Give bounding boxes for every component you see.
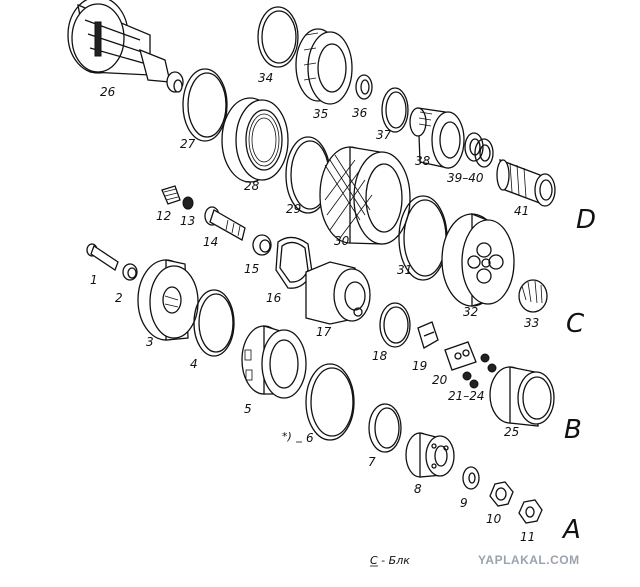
part-27-drawing	[182, 68, 228, 142]
label-29: 29	[286, 202, 301, 216]
label-19: 19	[412, 359, 427, 373]
part-34-drawing	[257, 6, 299, 68]
part-10-drawing	[489, 481, 514, 507]
part-28-drawing	[221, 97, 289, 183]
part-32-drawing	[441, 213, 515, 307]
part-1-drawing	[86, 243, 119, 271]
group-label-c: C	[566, 309, 585, 339]
label-4: 4	[190, 357, 198, 371]
part-2-drawing	[122, 263, 138, 281]
label-36: 36	[352, 106, 368, 120]
label-16: 16	[266, 291, 282, 305]
label-38: 38	[415, 154, 431, 168]
label-14: 14	[203, 235, 218, 249]
label-8: 8	[414, 482, 422, 496]
label-6: 6	[306, 431, 314, 445]
label-27: 27	[180, 137, 196, 151]
label-39-40: 39–40	[447, 171, 484, 185]
watermark: YAPLAKAL.COM	[478, 553, 580, 567]
label-34: 34	[258, 71, 273, 85]
label-17: 17	[316, 325, 332, 339]
part-35-drawing	[295, 28, 353, 105]
part-11-drawing	[518, 499, 543, 524]
part-17-drawing	[305, 261, 371, 325]
part-18-drawing	[379, 302, 411, 348]
label-18: 18	[372, 349, 388, 363]
part-21-24-drawing	[462, 353, 497, 389]
part-9-drawing	[462, 466, 480, 490]
legend-text: С - Блк	[370, 554, 410, 567]
label-41: 41	[514, 204, 529, 218]
group-label-a: A	[561, 515, 581, 545]
part-36-drawing	[355, 74, 373, 100]
part-41-drawing	[496, 158, 556, 207]
part-33-drawing	[518, 279, 548, 313]
label-10: 10	[486, 512, 502, 526]
part-26-drawing	[67, 0, 184, 93]
part-4-drawing	[193, 289, 235, 357]
part-13-drawing	[182, 196, 194, 210]
label-9: 9	[460, 496, 468, 510]
group-label-d: D	[576, 205, 596, 235]
label-30: 30	[334, 234, 350, 248]
label-21-24: 21–24	[448, 389, 485, 403]
part-3-drawing	[137, 259, 199, 341]
label-2: 2	[115, 291, 123, 305]
part-15-drawing	[252, 234, 272, 256]
label-11: 11	[520, 530, 535, 544]
part-25-drawing	[489, 366, 555, 427]
label-5: 5	[244, 402, 252, 416]
label-7: 7	[368, 455, 376, 469]
label-15: 15	[244, 262, 259, 276]
label-33: 33	[524, 316, 539, 330]
part-19-drawing	[417, 321, 439, 349]
label-3: 3	[146, 335, 154, 349]
part-12-drawing	[161, 185, 181, 205]
label-20: 20	[432, 373, 448, 387]
group-label-b: B	[564, 415, 582, 445]
label-31: 31	[397, 263, 412, 277]
part-30-drawing	[319, 146, 411, 245]
part-8-drawing	[405, 432, 455, 478]
part-39-40-drawing	[464, 132, 494, 168]
label-32: 32	[463, 305, 478, 319]
label-37: 37	[376, 128, 392, 142]
label-35: 35	[313, 107, 328, 121]
label-25: 25	[504, 425, 519, 439]
part-37-drawing	[381, 87, 409, 133]
part-6-drawing	[305, 363, 355, 441]
label-1: 1	[90, 273, 98, 287]
part-14-drawing	[204, 206, 246, 241]
label-28: 28	[244, 179, 260, 193]
part-7-drawing	[368, 403, 402, 453]
label-12: 12	[156, 209, 171, 223]
part-5-drawing	[241, 325, 307, 399]
label-13: 13	[180, 214, 195, 228]
label-26: 26	[100, 85, 116, 99]
note-star: *)	[282, 430, 292, 443]
part-38-drawing	[409, 107, 465, 169]
part-20-drawing	[444, 341, 477, 371]
